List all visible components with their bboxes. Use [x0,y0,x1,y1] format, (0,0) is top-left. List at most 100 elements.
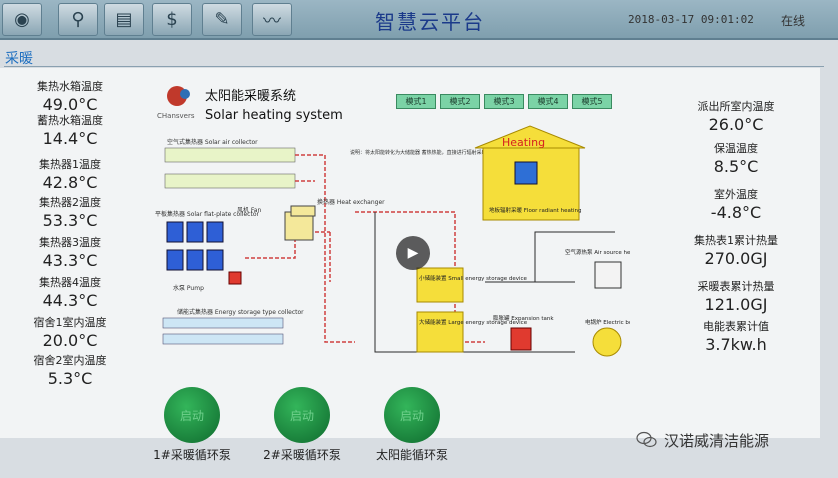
expansion-tank-label: 膨胀罐 Expansion tank [493,314,554,322]
metric-dorm1-temp: 宿舍1室内温度 20.0°C [10,314,130,350]
metric-value: 8.5°C [713,157,759,176]
metric-value: 270.0GJ [704,249,768,268]
metric-label: 集热水箱温度 [37,80,103,93]
flat-plate-collector-array [166,221,224,271]
metric-label: 蓄热水箱温度 [37,114,103,127]
metric-label: 集热器3温度 [39,236,101,249]
metric-value: 20.0°C [42,331,98,350]
play-icon[interactable]: ▶ [396,236,430,270]
watermark-text: 汉诺威清洁能源 [664,432,770,450]
metric-label: 采暖表累计热量 [697,280,775,293]
large-tank [416,311,464,353]
metric-insulation-temp: 保温温度 8.5°C [676,140,796,176]
heating-label: Heating [502,136,545,149]
metric-dorm2-temp: 宿舍2室内温度 5.3°C [10,352,130,388]
metric-label: 集热器1温度 [39,158,101,171]
diagram-title-en: Solar heating system [205,108,343,123]
flat-plate-label: 平板集热器 Solar flat-plate collector [155,210,259,218]
boiler-label: 电锅炉 Electric boiler [585,318,630,326]
storage-collector-array [162,317,284,345]
globe-icon[interactable]: ◉ [2,3,42,36]
metric-value: 49.0°C [42,95,98,114]
floor-heating-label: 地板辐射采暖 Floor radiant heating [489,206,582,214]
logo-text: CHansvers [157,112,195,120]
pump-2-label: 2#采暖循环泵 [263,448,341,462]
metric-heating-heat-meter: 采暖表累计热量 121.0GJ [676,278,796,314]
metric-label: 集热器2温度 [39,196,101,209]
metric-value: 14.4°C [42,129,98,148]
pump-solar-button[interactable]: 启动 [384,387,440,443]
metric-value: -4.8°C [710,203,762,222]
metric-storage-tank-temp: 蓄热水箱温度 14.4°C [10,112,130,148]
solar-heating-diagram: CHansvers 太阳能采暖系统 Solar heating system 空… [155,86,630,357]
mode-button-3[interactable]: 模式3 [484,94,524,109]
window-icon [514,161,538,185]
heat-pump-fan-icon [594,261,622,289]
metric-collector1-temp: 集热器1温度 42.8°C [10,156,130,192]
metric-value: 26.0°C [708,115,764,134]
search-icon[interactable]: ⚲ [58,3,98,36]
chart-icon[interactable]: ▤ [104,3,144,36]
pump-solar-label: 太阳能循环泵 [375,448,448,462]
metric-label: 集热器4温度 [39,276,101,289]
diagram-title-cn: 太阳能采暖系统 [205,89,296,104]
collector-pump-icon [228,271,242,285]
metric-label: 宿舍2室内温度 [33,354,107,367]
heat-exchanger-label: 换热器 Heat exchanger [317,198,385,206]
metric-label: 宿舍1室内温度 [33,316,107,329]
air-collector-label: 空气式集热器 Solar air collector [167,138,258,146]
heat-pump-label: 空气源热泵 Air source heat pump [565,248,630,256]
trend-icon[interactable]: 〰 [252,3,292,36]
top-toolbar: ◉ ⚲ ▤ $ ✎ 〰 智慧云平台 2018-03-17 09:01:02 在线 [0,0,838,40]
storage-collector-label: 储能式集热器 Energy storage type collector [177,308,304,316]
metric-electric-meter: 电能表累计值 3.7kw.h [676,318,796,354]
mode-button-4[interactable]: 模式4 [528,94,568,109]
metric-value: 53.3°C [42,211,98,230]
metric-value: 42.8°C [42,173,98,192]
pipe-lines-dark [374,212,615,353]
section-tab-heating[interactable]: 采暖 [5,51,33,67]
divider [4,66,824,67]
fan-icon [290,205,316,217]
pump-label: 水泵 Pump [173,284,204,292]
diagram-note: 说明：将太阳能转化为大储能器 蓄热热能，直接进行辐射采暖。 [350,149,492,156]
metric-label: 电能表累计值 [703,320,769,333]
air-collector-array [164,147,296,189]
mode-button-1[interactable]: 模式1 [396,94,436,109]
pump-1-label: 1#采暖循环泵 [153,448,231,462]
metric-outdoor-temp: 室外温度 -4.8°C [676,186,796,222]
metric-collector-tank-temp: 集热水箱温度 49.0°C [10,78,130,114]
metric-label: 派出所室内温度 [697,100,775,113]
metric-collector3-temp: 集热器3温度 43.3°C [10,234,130,270]
status-label: 在线 [781,14,806,28]
mode-button-5[interactable]: 模式5 [572,94,612,109]
metric-collector2-temp: 集热器2温度 53.3°C [10,194,130,230]
metric-label: 室外温度 [714,188,758,201]
app-title: 智慧云平台 [375,10,485,34]
tools-icon[interactable]: ✎ [202,3,242,36]
pump-1-button[interactable]: 启动 [164,387,220,443]
large-tank-label: 大储能装置 Large energy storage device [419,318,528,326]
logo-icon [180,89,190,99]
small-tank [416,267,464,303]
metric-label: 集热表1累计热量 [694,234,778,247]
metric-value: 121.0GJ [704,295,768,314]
metric-label: 保温温度 [714,142,758,155]
metric-collector4-temp: 集热器4温度 44.3°C [10,274,130,310]
expansion-tank [510,327,532,351]
metric-value: 43.3°C [42,251,98,270]
fan-label: 风机 Fan [237,206,261,214]
wechat-icon [636,431,657,448]
metric-value: 3.7kw.h [705,335,767,354]
small-tank-label: 小储能装置 Small energy storage device [419,274,528,282]
heat-exchanger-icon [284,211,314,241]
metric-police-indoor-temp: 派出所室内温度 26.0°C [676,98,796,134]
datetime: 2018-03-17 09:01:02 [628,13,754,26]
metric-value: 5.3°C [47,369,93,388]
metric-collector-heat-meter: 集热表1累计热量 270.0GJ [676,232,796,268]
electric-boiler-icon [592,327,622,357]
pump-2-button[interactable]: 启动 [274,387,330,443]
dollar-icon[interactable]: $ [152,3,192,36]
mode-button-2[interactable]: 模式2 [440,94,480,109]
metric-value: 44.3°C [42,291,98,310]
